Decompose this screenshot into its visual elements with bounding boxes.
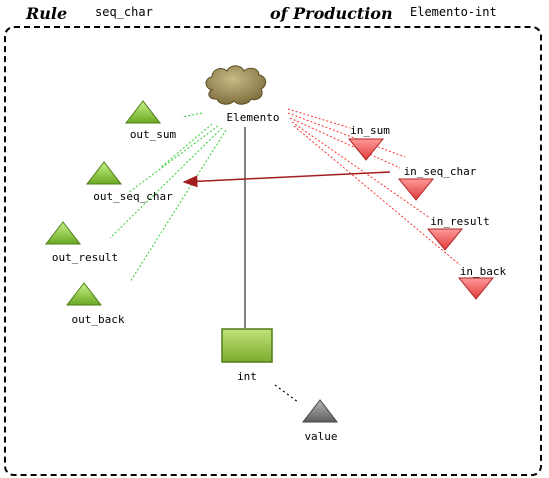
triangle-up-icon: [65, 282, 103, 306]
link-out-back: [129, 129, 227, 283]
rule-heading: Rule: [26, 4, 68, 23]
out-seq-char-node[interactable]: out_seq_char: [85, 161, 173, 203]
value-label: value: [304, 430, 337, 443]
out-back-label: out_back: [72, 313, 125, 326]
link-out-seq-char-b: [127, 125, 219, 194]
in-result-node[interactable]: in_result: [426, 215, 490, 251]
triangle-down-icon: [426, 228, 464, 251]
triangle-up-icon: [85, 161, 123, 185]
value-link: [274, 384, 299, 403]
out-result-node[interactable]: out_result: [44, 221, 118, 264]
out-back-node[interactable]: out_back: [65, 282, 125, 326]
triangle-down-icon: [457, 277, 495, 300]
link-in-seq-char: [289, 117, 401, 169]
link-out-result: [109, 127, 223, 239]
triangle-down-icon: [397, 178, 435, 201]
triangle-up-icon: [124, 100, 162, 124]
in-sum-label: in_sum: [350, 124, 390, 137]
in-back-node[interactable]: in_back: [457, 265, 507, 300]
seq-char-arrow: [182, 171, 391, 188]
in-result-label: in_result: [430, 215, 490, 228]
int-node[interactable]: int: [221, 328, 273, 383]
out-seq-char-label: out_seq_char: [93, 190, 173, 203]
in-seq-char-label: in_seq_char: [404, 165, 477, 178]
out-sum-node[interactable]: out_sum: [124, 100, 177, 141]
link-in-sum-b: [287, 112, 406, 158]
int-label: int: [237, 370, 257, 383]
cloud-icon[interactable]: [205, 65, 267, 105]
production-heading: of Production: [270, 4, 393, 23]
input-links: [287, 108, 461, 266]
rule-name: seq_char: [95, 5, 153, 19]
link-out-seq-char-a: [159, 123, 213, 169]
in-seq-char-node[interactable]: in_seq_char: [397, 165, 477, 201]
in-sum-node[interactable]: in_sum: [347, 124, 390, 161]
link-in-result: [291, 121, 431, 219]
triangle-down-icon: [347, 138, 385, 161]
link-out-sum: [181, 112, 203, 118]
output-links: [109, 112, 227, 283]
triangle-up-icon: [301, 399, 339, 423]
center-label: Elemento: [227, 111, 280, 124]
value-node[interactable]: value: [301, 399, 339, 443]
in-back-label: in_back: [460, 265, 507, 278]
link-in-back: [293, 125, 461, 266]
out-result-label: out_result: [52, 251, 118, 264]
link-in-sum-a: [287, 108, 351, 129]
out-sum-label: out_sum: [130, 128, 177, 141]
production-name: Elemento-int: [410, 5, 497, 19]
triangle-up-icon: [44, 221, 82, 245]
int-box: [221, 328, 273, 363]
rule-frame: [4, 26, 542, 476]
